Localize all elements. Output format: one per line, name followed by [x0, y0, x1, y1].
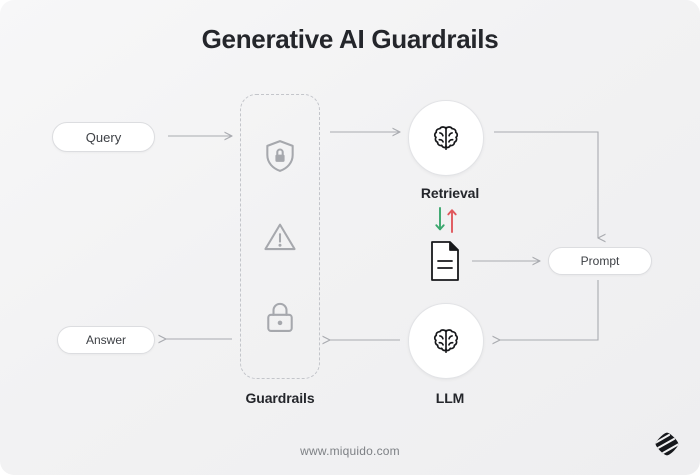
- miquido-logo: [655, 432, 679, 456]
- node-query-label: Query: [85, 129, 122, 145]
- llm-caption: LLM: [435, 390, 465, 406]
- node-prompt[interactable]: Prompt: [548, 247, 652, 275]
- node-query[interactable]: Query: [52, 122, 155, 152]
- warning-triangle-icon: [264, 223, 296, 250]
- brain-icon: [433, 126, 459, 151]
- read-up-arrow: [447, 209, 457, 233]
- footer-url[interactable]: www.miquido.com: [300, 444, 400, 458]
- brain-icon: [433, 329, 459, 354]
- padlock-icon: [267, 303, 293, 333]
- connector-prompt-to-llm: [500, 280, 599, 340]
- page-title: Generative AI Guardrails: [201, 24, 499, 54]
- sync-arrows: [428, 205, 464, 235]
- node-answer-label: Answer: [85, 333, 126, 347]
- node-llm[interactable]: [408, 303, 484, 379]
- node-answer[interactable]: Answer: [57, 326, 155, 354]
- guardrails-container[interactable]: [240, 94, 320, 379]
- node-prompt-label: Prompt: [580, 254, 620, 268]
- retrieval-caption: Retrieval: [420, 185, 480, 201]
- document-icon[interactable]: [428, 240, 462, 282]
- write-down-arrow: [435, 207, 445, 231]
- node-retrieval[interactable]: [408, 100, 484, 176]
- guardrails-caption: Guardrails: [245, 390, 315, 406]
- shield-lock-icon: [266, 139, 294, 172]
- guardrails-icon-stack: [240, 94, 320, 379]
